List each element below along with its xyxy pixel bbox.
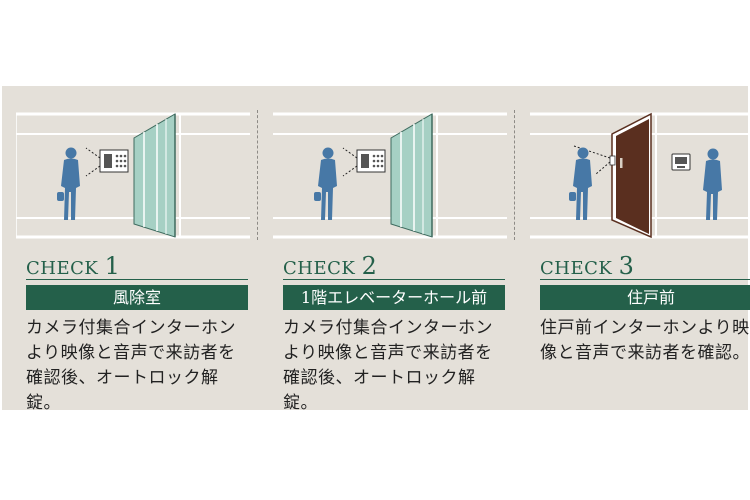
- step-2: CHECK 2 1階エレベーターホール前 カメラ付集合インターホンより映像と音声…: [259, 86, 507, 413]
- step-1-location-bar: 風除室: [26, 285, 248, 310]
- security-steps-panel: CHECK 1 風除室 カメラ付集合インターホンより映像と音声で来訪者を確認後、…: [2, 86, 750, 413]
- intercom-panel-icon: [85, 147, 129, 177]
- monitor-icon: [671, 153, 691, 171]
- step-1-check-heading: CHECK 1: [26, 252, 120, 280]
- glass-door-icon: [133, 113, 176, 238]
- step-3-illustration: [530, 110, 750, 240]
- person-icon: [57, 147, 80, 220]
- step-3: CHECK 3 住戸前 住戸前インターホンより映像と音声で来訪者を確認。: [516, 86, 750, 410]
- step-2-illustration: [273, 110, 507, 240]
- front-door-icon: [611, 112, 652, 239]
- check-label: CHECK: [26, 258, 99, 279]
- glass-door-icon: [390, 113, 433, 238]
- step-1-description: カメラ付集合インターホンより映像と音声で来訪者を確認後、オートロック解錠。: [26, 318, 236, 413]
- step-3-description: 住戸前インターホンより映像と音声で来訪者を確認。: [540, 318, 750, 363]
- person-icon: [314, 147, 337, 220]
- check-number: 1: [104, 252, 121, 280]
- resident-icon: [703, 148, 722, 220]
- check-number: 3: [618, 252, 635, 280]
- dashed-divider: [514, 110, 515, 240]
- intercom-panel-icon: [342, 147, 386, 177]
- check-underline: [26, 279, 248, 280]
- dashed-divider: [257, 110, 258, 240]
- step-2-check-heading: CHECK 2: [283, 252, 377, 280]
- intercom-camera-icon: [573, 145, 616, 175]
- check-label: CHECK: [283, 258, 356, 279]
- check-underline: [540, 279, 750, 280]
- step-2-location-bar: 1階エレベーターホール前: [283, 285, 505, 310]
- step-1: CHECK 1 風除室 カメラ付集合インターホンより映像と音声で来訪者を確認後、…: [2, 86, 250, 413]
- step-2-description: カメラ付集合インターホンより映像と音声で来訪者を確認後、オートロック解錠。: [283, 318, 493, 413]
- step-3-check-heading: CHECK 3: [540, 252, 634, 280]
- check-label: CHECK: [540, 258, 613, 279]
- check-number: 2: [361, 252, 378, 280]
- check-underline: [283, 279, 505, 280]
- step-3-location-bar: 住戸前: [540, 285, 750, 310]
- person-icon: [569, 147, 592, 220]
- step-1-illustration: [16, 110, 250, 240]
